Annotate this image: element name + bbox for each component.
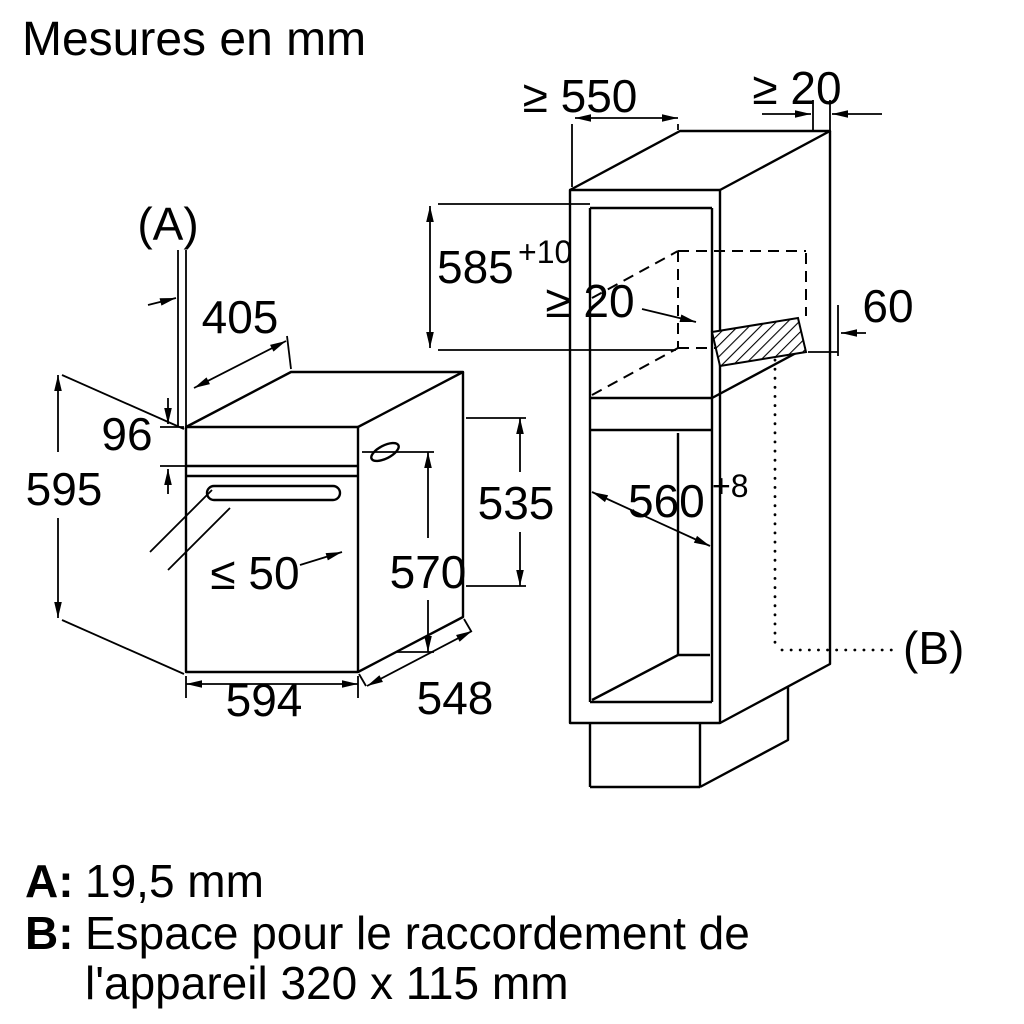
extension-line <box>358 673 367 687</box>
legend-b-key: B: <box>25 907 74 959</box>
extension-line <box>167 507 231 571</box>
dim-rear-gap-group: ≥ 20 <box>545 275 697 327</box>
legend-b-line1: Espace pour le raccordement de <box>85 907 750 959</box>
oven-side-grip-vent <box>370 441 400 463</box>
dim-niche-height-group: 585 +10 <box>426 203 676 351</box>
dim-min-depth-group: ≥ 550 <box>523 70 679 187</box>
extension-line <box>61 619 185 675</box>
dim-oven-front-height: 570 <box>390 546 467 598</box>
cabinet-drawing <box>568 129 895 789</box>
cabinet-side-face <box>719 131 832 725</box>
hidden-edge <box>591 347 679 396</box>
dim-oven-panel-height: 96 <box>101 408 152 460</box>
legend-b-line2: l'appareil 320 x 115 mm <box>85 957 569 1009</box>
legend-a-key: A: <box>25 855 74 907</box>
dim-niche-min-depth: ≥ 550 <box>523 70 638 122</box>
dim-niche-rear-top-gap: ≥ 20 <box>752 62 841 114</box>
oven-side-face <box>357 372 465 674</box>
b-leader-dotted <box>773 358 895 652</box>
extension-line <box>61 374 185 430</box>
dim-niche-rear-gap: ≥ 20 <box>545 275 634 327</box>
dim-oven-body-height: 535 <box>478 477 555 529</box>
dimension-arrow <box>299 551 343 566</box>
cabinet-plinth <box>588 687 790 789</box>
dim-connection-offset-group: 60 <box>808 280 914 356</box>
extension-line <box>149 489 213 553</box>
niche-shelf-back-edge <box>711 350 799 400</box>
dim-depth-group: 548 <box>358 618 494 724</box>
dim-niche-width-tolerance: +8 <box>712 468 748 504</box>
dim-oven-handle-clearance: ≤ 50 <box>210 547 299 599</box>
oven-dimensions: (A) 405 96 595 ≤ 50 <box>26 198 555 726</box>
legend-a-value: 19,5 mm <box>85 855 264 907</box>
cabinet-dimensions: ≥ 550 ≥ 20 585 +10 ≥ 20 60 <box>426 62 964 674</box>
dim-niche-height-tolerance: +10 <box>518 234 572 270</box>
dim-panel-height-group: 96 <box>101 398 186 494</box>
dimension-arrow <box>641 308 697 323</box>
oven-label-a: (A) <box>137 198 198 250</box>
dim-front-height-group: 570 <box>362 451 467 653</box>
dimension-line <box>193 340 287 389</box>
oven-top-face <box>185 370 465 429</box>
dim-width-group: 594 <box>185 674 359 726</box>
dim-a-group: (A) <box>137 198 199 426</box>
connection-area-hatch <box>710 316 808 368</box>
dim-niche-width: 560 <box>628 475 705 527</box>
extension-line <box>286 335 292 370</box>
dim-height-group: 595 <box>26 374 185 675</box>
legend: A: 19,5 mm B: Espace pour le raccordemen… <box>25 855 750 1009</box>
dim-oven-width: 594 <box>226 674 303 726</box>
lower-compartment-floor-edges <box>591 653 710 702</box>
oven-door-handle <box>205 484 342 502</box>
dimension-line <box>366 630 473 687</box>
dim-body-height-group: 535 <box>466 417 555 587</box>
dim-rear-top-gap-group: ≥ 20 <box>752 62 882 131</box>
page-title: Mesures en mm <box>22 13 366 66</box>
extension-line <box>463 618 472 632</box>
dim-handle-clearance-group: ≤ 50 <box>149 489 343 599</box>
dim-niche-width-group: 560 +8 <box>591 468 748 547</box>
dim-niche-height: 585 <box>437 241 514 293</box>
dim-connection-offset: 60 <box>862 280 913 332</box>
dim-oven-top-depth: 405 <box>202 291 279 343</box>
dimension-arrow <box>147 297 177 306</box>
oven-drawing <box>184 370 465 674</box>
dim-top-depth-group: 405 <box>193 291 292 389</box>
hidden-edge <box>591 250 679 299</box>
dimension-line <box>591 491 711 547</box>
cabinet-top-face <box>569 129 832 192</box>
cabinet-label-b: (B) <box>903 622 964 674</box>
dim-oven-height: 595 <box>26 463 103 515</box>
plinth-back-edges <box>699 687 790 789</box>
dim-oven-depth: 548 <box>417 672 494 724</box>
